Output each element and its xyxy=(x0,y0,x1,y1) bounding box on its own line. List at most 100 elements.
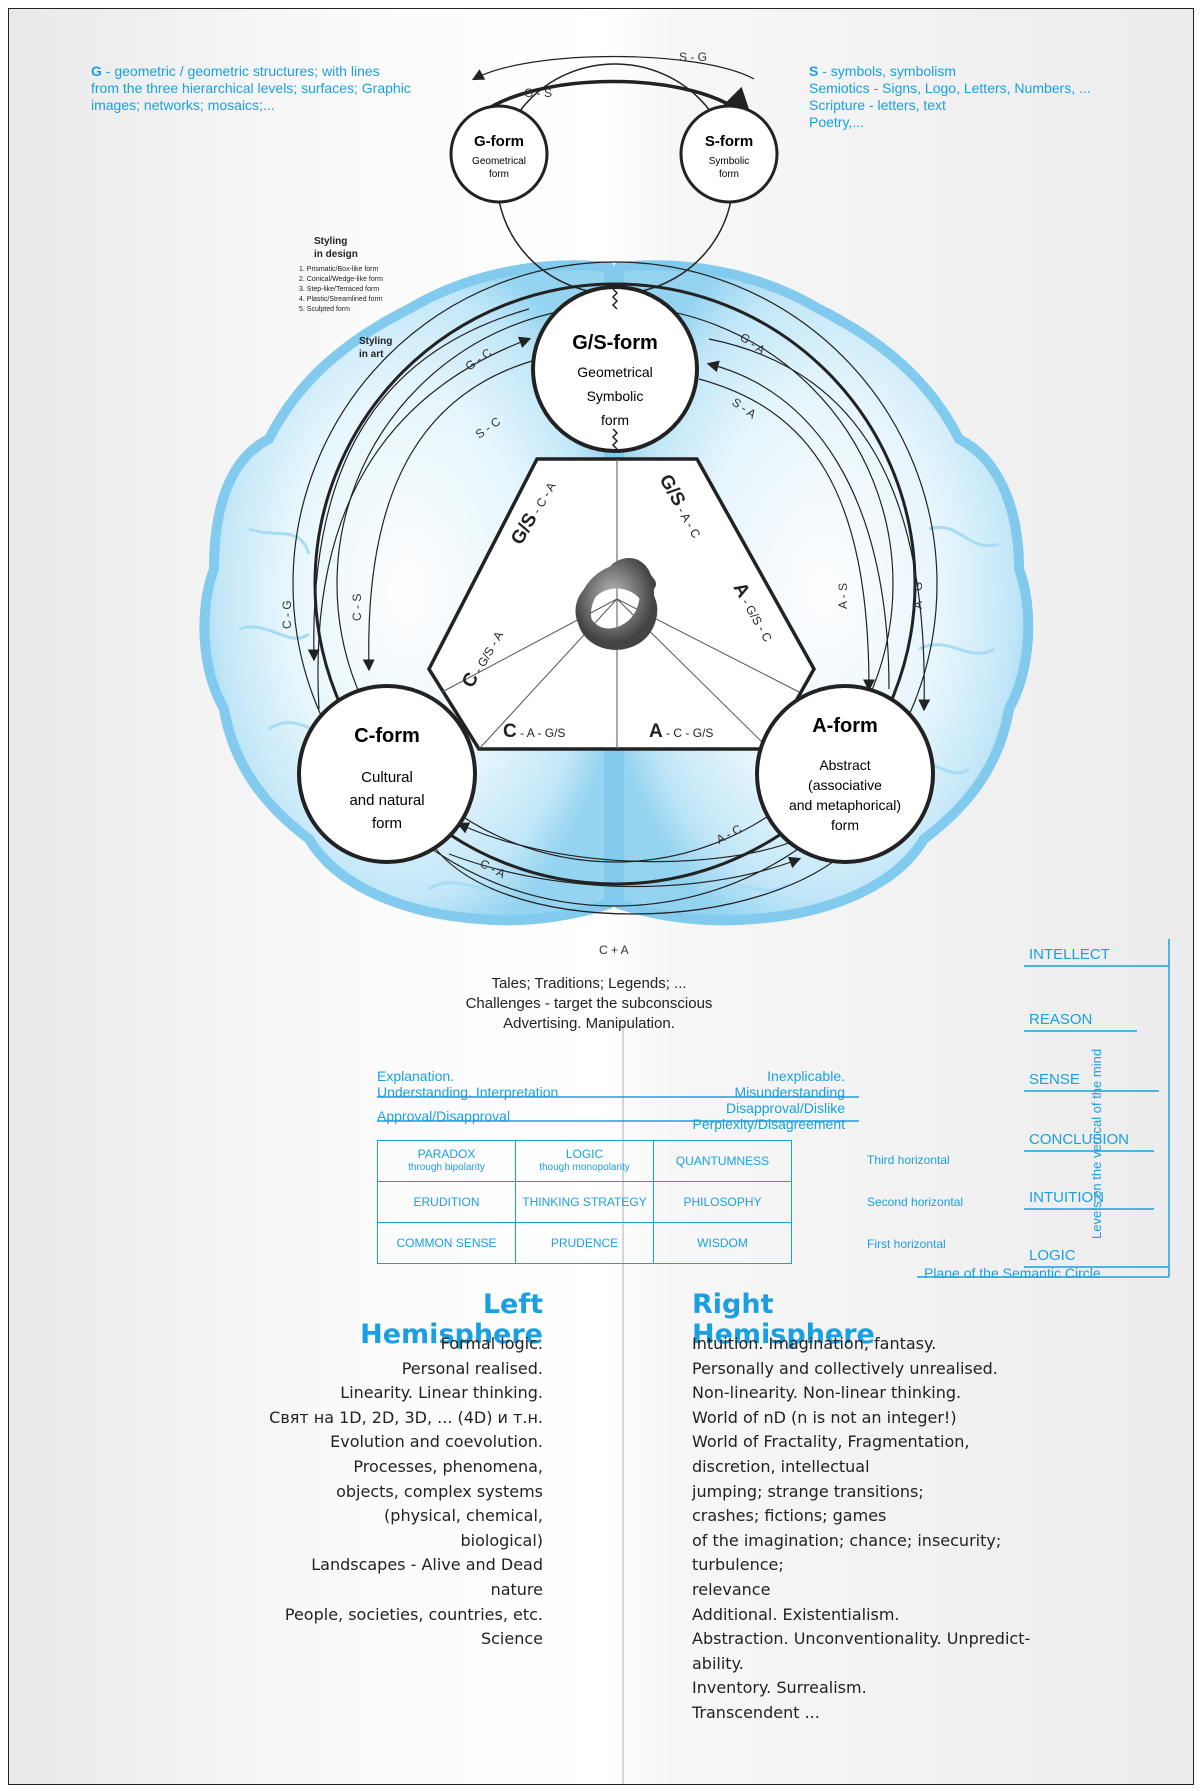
arrow-a-c xyxy=(456,822,800,863)
center-triangle: G/S - C - A G/S - A - C A - G/S - C A - … xyxy=(426,457,817,751)
left-hemisphere-item: Formal logic. xyxy=(440,1334,543,1353)
cell-prudence: PRUDENCE xyxy=(515,1222,654,1264)
arrow-a-s xyxy=(706,360,890,690)
semantic-circle-diagram: S - G G - S G - C S - C G - A S - A C - … xyxy=(199,50,1034,957)
right-hemisphere-item: World of Fractality, Fragmentation, xyxy=(692,1432,970,1452)
right-hemisphere-item: of the imagination; chance; insecurity; xyxy=(692,1530,1002,1550)
right-hemisphere-item: World of nD (n is not an integer!) xyxy=(692,1407,957,1427)
label-c-plus-a: C + A xyxy=(599,943,629,957)
main-circle xyxy=(313,282,917,886)
third-horizontal: Third horizontal xyxy=(867,1153,950,1167)
cell-erudition: ERUDITION xyxy=(377,1181,516,1223)
svg-text:5. Sculpted form: 5. Sculpted form xyxy=(299,306,350,313)
arrow-c-plus-a xyxy=(428,838,860,915)
left-hemisphere-item: Linearity. Linear thinking. xyxy=(340,1383,543,1403)
svg-text:and metaphorical): and metaphorical) xyxy=(789,797,901,813)
svg-text:form: form xyxy=(601,412,629,428)
svg-text:Abstract: Abstract xyxy=(819,757,870,773)
left-hemisphere-item: objects, complex systems xyxy=(336,1481,543,1501)
center-divider xyxy=(622,1024,624,1784)
second-horizontal: Second horizontal xyxy=(867,1195,964,1209)
right-hemisphere-item: turbulence; xyxy=(692,1555,784,1575)
label-a-g: A - G xyxy=(911,582,925,609)
svg-text:A-form: A-form xyxy=(812,715,878,737)
c-form-node: C-form Cultural and natural form xyxy=(297,684,477,864)
level-intellect: INTELLECT xyxy=(1029,946,1110,963)
left-hemisphere-item: People, societies, countries, etc. xyxy=(284,1604,543,1624)
label-c-g: C - G xyxy=(280,600,294,629)
left-hemisphere-item: nature xyxy=(490,1579,543,1599)
svg-text:G/S-form: G/S-form xyxy=(572,332,658,354)
cell-philosophy: PHILOSOPHY xyxy=(653,1181,792,1223)
right-hemisphere-item: relevance xyxy=(692,1579,771,1599)
right-hemisphere-title: Right Hemisphere xyxy=(692,1289,875,1350)
cell-thinking-strategy: THINKING STRATEGY xyxy=(515,1181,654,1223)
svg-text:in design: in design xyxy=(314,249,358,260)
svg-text:2. Conical/Wedge-like form: 2. Conical/Wedge-like form xyxy=(299,276,383,283)
label-a-s: A - S xyxy=(836,583,850,609)
level-intuition: INTUITION xyxy=(1029,1189,1104,1206)
s-description: S - symbols, symbolism Semiotics - Signs… xyxy=(809,63,1091,130)
right-hemisphere-list: Intuition. Imagination, fantasy. Personal… xyxy=(692,1332,1172,1726)
right-hemisphere-item: Personally and collectively unrealised. xyxy=(692,1358,998,1378)
label-g-s: G - S xyxy=(524,86,552,100)
levels-lines xyxy=(377,939,1170,1278)
level-sense: SENSE xyxy=(1029,1071,1080,1088)
left-hemisphere-item: Science xyxy=(480,1629,543,1649)
right-hemisphere-item: Abstraction. Unconventionality. Unpredic… xyxy=(692,1629,1031,1649)
level-conclusion: CONCLUSION xyxy=(1029,1131,1130,1148)
cell-common-sense: COMMON SENSE xyxy=(377,1222,516,1264)
left-hemisphere-list: Formal logic.Personal realised.Linearity… xyxy=(103,1332,543,1652)
svg-text:C-form: C-form xyxy=(354,725,420,747)
right-hemisphere-item: ability. xyxy=(692,1653,744,1673)
arrow-g-to-s xyxy=(472,79,754,124)
svg-text:Geometrical: Geometrical xyxy=(472,156,526,167)
cell-wisdom: WISDOM xyxy=(653,1222,792,1264)
svg-text:form: form xyxy=(719,169,739,180)
arrow-g-a xyxy=(708,338,931,712)
right-hemisphere-item: Inventory. Surrealism. xyxy=(692,1678,867,1698)
arrow-c-a xyxy=(448,853,802,888)
svg-text:S-form: S-form xyxy=(705,133,753,150)
svg-text:and natural: and natural xyxy=(349,792,424,809)
right-hemisphere-item: jumping; strange transitions; xyxy=(692,1481,924,1501)
outer-circle xyxy=(292,261,938,907)
seg-c-a-gs: C - A - G/S xyxy=(503,721,565,742)
arrow-s-c xyxy=(362,358,540,672)
svg-text:1. Prismatic/Box-like form: 1. Prismatic/Box-like form xyxy=(299,266,379,273)
band-right: Inexplicable. Misunderstanding Disapprov… xyxy=(692,1068,845,1132)
svg-text:Geometrical: Geometrical xyxy=(577,364,652,380)
svg-text:in art: in art xyxy=(359,349,384,360)
arrow-c-g xyxy=(317,336,532,710)
left-hemisphere-item: (physical, chemical, xyxy=(384,1506,543,1526)
left-hemisphere-item: Processes, phenomena, xyxy=(353,1456,543,1476)
cell-quantumness: QUANTUMNESS xyxy=(653,1140,792,1182)
gs-form-node: G/S-form Geometrical Symbolic form xyxy=(531,285,699,453)
right-hemisphere-item: Intuition. Imagination, fantasy. xyxy=(692,1334,937,1353)
svg-text:form: form xyxy=(489,169,509,180)
right-hemisphere-item: Transcendent ... xyxy=(692,1702,820,1722)
left-hemisphere-title: Left Hemisphere xyxy=(360,1289,543,1350)
trefoil-knot-icon xyxy=(575,558,658,650)
band-left: Explanation. Understanding. Interpretati… xyxy=(377,1068,559,1124)
left-hemisphere-item: biological) xyxy=(460,1530,543,1550)
arrow-s-a xyxy=(698,378,875,692)
right-hemisphere-item: discretion, intellectual xyxy=(692,1456,870,1476)
label-s-g: S - G xyxy=(679,50,707,64)
svg-text:Styling: Styling xyxy=(359,336,392,347)
left-hemisphere-item: Свят на 1D, 2D, 3D, ... (4D) и т.н. xyxy=(269,1407,543,1427)
svg-text:Symbolic: Symbolic xyxy=(587,388,644,404)
svg-text:form: form xyxy=(831,817,859,833)
right-hemisphere-item: Non-linearity. Non-linear thinking. xyxy=(692,1383,962,1403)
label-c-s: C - S xyxy=(350,594,364,621)
svg-text:3. Step-like/Terraced form: 3. Step-like/Terraced form xyxy=(299,286,379,293)
styling-notes: Styling in design 1. Prismatic/Box-like … xyxy=(299,236,392,360)
bottom-caption: Tales; Traditions; Legends; ... Challeng… xyxy=(465,975,713,1032)
svg-text:form: form xyxy=(372,815,402,832)
arrow-s-to-g xyxy=(471,55,755,81)
left-hemisphere-item: Landscapes - Alive and Dead xyxy=(311,1555,543,1575)
right-hemisphere-item: Additional. Existentialism. xyxy=(692,1604,900,1624)
